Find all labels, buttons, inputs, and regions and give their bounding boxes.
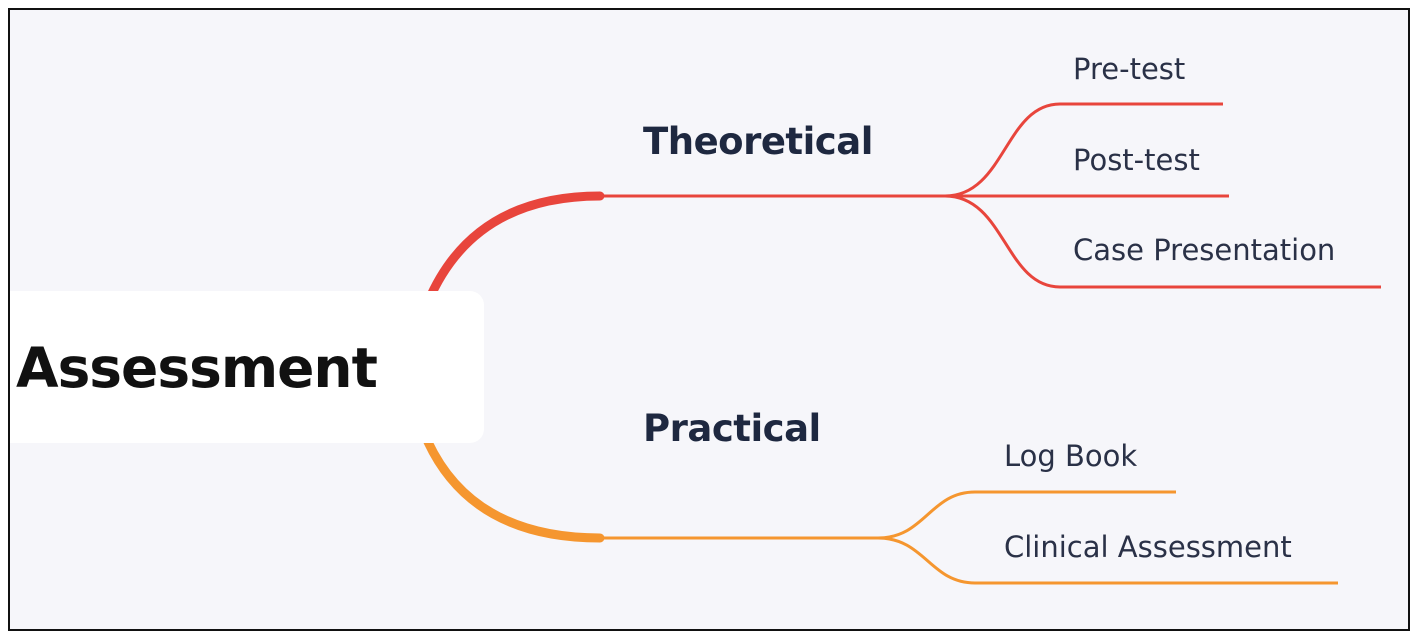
connector-root-theoretical [423, 191, 605, 307]
connector-root-practical [423, 437, 605, 543]
root-node[interactable] [10, 291, 484, 443]
leaf-node-pre-test[interactable]: Pre-test [1073, 52, 1186, 86]
leaf-node-log-book[interactable]: Log Book [1004, 439, 1138, 473]
connector-leaf-log-book [877, 490, 1176, 540]
connector-leaf-pre-test [944, 102, 1223, 198]
leaf-node-clinical-assessment[interactable]: Clinical Assessment [1004, 530, 1292, 564]
leaf-node-post-test[interactable]: Post-test [1073, 143, 1200, 177]
connector-leaf-case-presentation [944, 194, 1381, 289]
branch-node-practical[interactable]: Practical [643, 407, 821, 450]
mind-map-canvas: Assessment Theoretical Practical Pre-tes… [8, 8, 1410, 631]
leaf-node-case-presentation[interactable]: Case Presentation [1073, 233, 1336, 267]
branch-node-theoretical[interactable]: Theoretical [643, 120, 873, 163]
connector-leaf-clinical-assessment [877, 536, 1338, 585]
root-node-label: Assessment [16, 336, 378, 400]
connector-lines [423, 102, 1381, 585]
